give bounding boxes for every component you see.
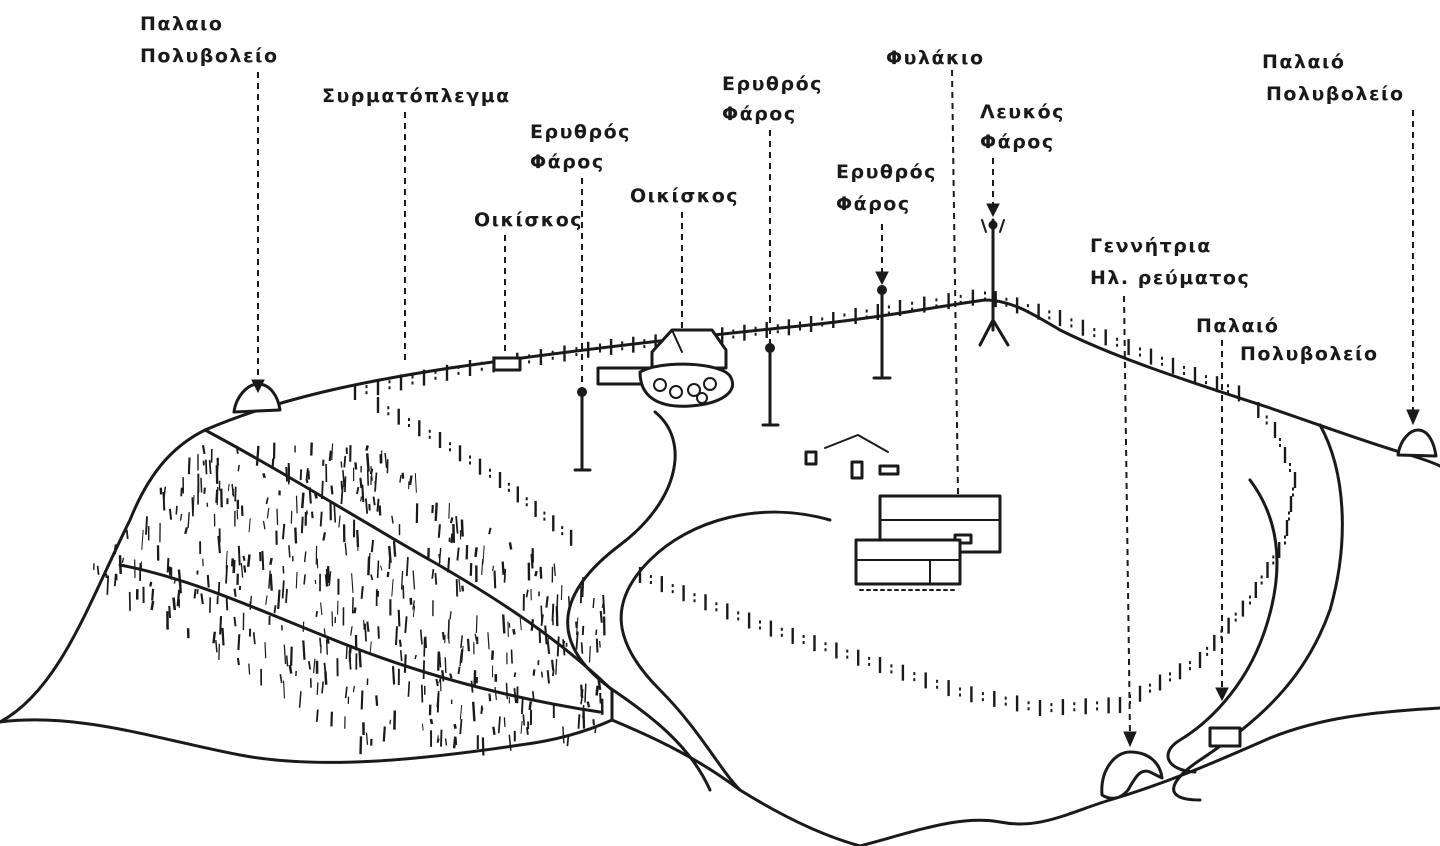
label-old-bunker-mid: Παλαιό Πολυβολείο (1196, 315, 1379, 365)
red-light-pole-1 (573, 387, 592, 472)
label-barbed-wire: Συρματόπλεγμα (322, 85, 511, 107)
label-generator: Γεννήτρια Ηλ. ρεύματος (1090, 235, 1250, 289)
cliff-ledge (118, 563, 602, 714)
right-road (1172, 423, 1344, 802)
winding-path (566, 410, 712, 792)
label-red-light-3: Ερυθρός Φάρος (836, 161, 945, 215)
label-red-light-2: Ερυθρός Φάρος (722, 73, 831, 125)
label-hut-left: Οικίσκος (474, 209, 583, 231)
structures (232, 218, 1438, 800)
small-shed-1 (804, 450, 818, 466)
hill-outline (0, 298, 1440, 724)
fence-segment-2 (376, 397, 573, 546)
cliff-ridge (203, 428, 614, 722)
labels: Παλαιο Πολυβολείο Συρματόπλεγμα Οικίσκος… (140, 13, 1405, 365)
fence-segment-3 (638, 567, 1110, 716)
hut-center (596, 328, 734, 408)
antenna-wire (824, 433, 889, 453)
label-guardhouse: Φυλάκιο (886, 47, 985, 69)
small-building-right (1208, 726, 1242, 748)
generator-unit (1100, 750, 1164, 800)
ground-line (610, 706, 1440, 846)
label-red-light-1: Ερυθρός Φάρος (530, 121, 639, 173)
perimeter-fences (353, 289, 1297, 716)
red-light-pole-2 (761, 343, 780, 427)
label-hut-center: Οικίσκος (630, 185, 739, 207)
white-light-mast (978, 218, 1010, 347)
right-road-inner (1166, 478, 1279, 774)
guardhouse-building (854, 494, 1002, 591)
leader-lines (251, 69, 1420, 748)
label-white-light: Λευκός Φάρος (980, 101, 1073, 153)
fence-segment-4 (1118, 402, 1297, 713)
label-old-bunker-left: Παλαιο Πολυβολείο (140, 13, 279, 67)
cliff-hatching (93, 442, 606, 756)
label-old-bunker-right: Παλαιό Πολυβολείο (1262, 51, 1405, 105)
fence-segment-1 (353, 289, 1241, 402)
small-shed-3 (878, 464, 900, 476)
winding-path-edge (619, 510, 832, 792)
red-light-pole-3 (872, 285, 892, 380)
cliff-base (0, 718, 614, 764)
hut-left (492, 356, 522, 372)
old-bunker-right (1396, 428, 1438, 458)
small-shed-2 (850, 460, 864, 480)
